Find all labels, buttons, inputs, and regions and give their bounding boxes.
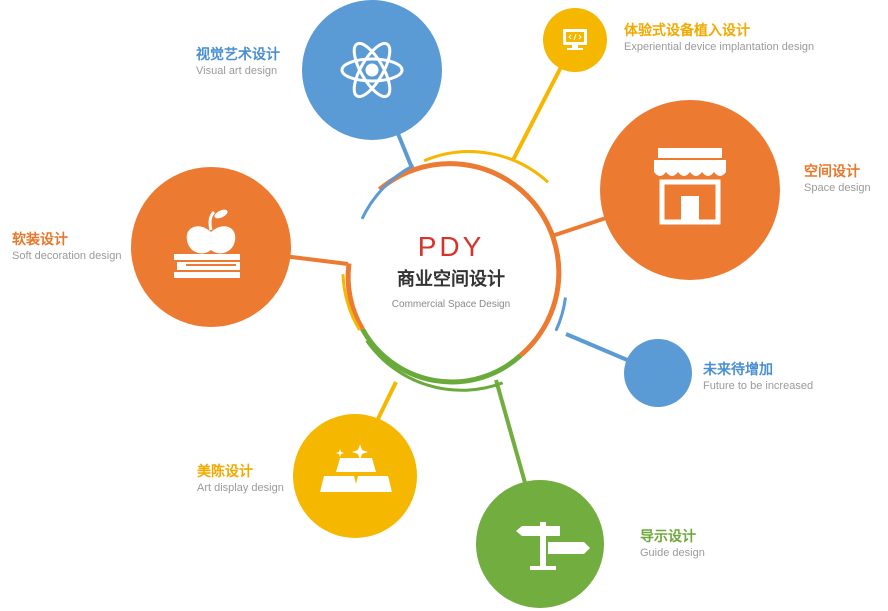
label-device: 体验式设备植入设计 Experiential device implantati… <box>624 22 814 54</box>
node-space-circle <box>600 100 780 280</box>
apple-books-icon <box>174 209 240 278</box>
node-future-circle <box>624 339 692 407</box>
soft-subtitle: Soft decoration design <box>12 250 122 262</box>
storefront-icon <box>654 148 726 225</box>
arc-orange-tail <box>345 263 365 331</box>
signpost-icon <box>516 522 590 570</box>
gold-bars-icon <box>320 444 392 492</box>
visual-subtitle: Visual art design <box>196 65 278 77</box>
arc-yellow-bottom-left <box>341 274 361 331</box>
monitor-code-icon <box>563 29 587 50</box>
device-title: 体验式设备植入设计 <box>624 23 750 39</box>
center-subtitle: Commercial Space Design <box>391 299 511 310</box>
label-soft: 软装设计 Soft decoration design <box>12 231 121 263</box>
center-hub <box>355 175 547 367</box>
label-guide: 导示设计 Guide design <box>640 528 705 560</box>
guide-title: 导示设计 <box>640 529 696 545</box>
device-subtitle: Experiential device implantation design <box>624 41 815 53</box>
center-title: 商业空间设计 <box>397 269 505 290</box>
art-title: 美陈设计 <box>197 464 253 480</box>
arc-yellow-top <box>423 150 550 184</box>
visual-title: 视觉艺术设计 <box>196 47 280 63</box>
future-subtitle: Future to be increased <box>703 380 814 392</box>
atom-eye-icon <box>340 41 404 99</box>
label-visual: 视觉艺术设计 Visual art design <box>196 46 280 78</box>
guide-subtitle: Guide design <box>640 547 705 559</box>
node-art-circle <box>293 414 417 538</box>
arc-blue-left <box>360 164 415 220</box>
space-title: 空间设计 <box>804 164 860 180</box>
arc-blue-right <box>554 297 567 332</box>
art-subtitle: Art display design <box>197 482 284 494</box>
pdy-logo: PDY <box>417 231 485 262</box>
label-space: 空间设计 Space design <box>804 163 871 195</box>
soft-title: 软装设计 <box>12 232 68 248</box>
future-title: 未来待增加 <box>703 362 773 378</box>
arc-green-main <box>360 327 523 385</box>
arc-green-bottom <box>365 339 504 392</box>
space-subtitle: Space design <box>804 182 871 194</box>
arc-orange-main <box>377 161 562 358</box>
label-future: 未来待增加 Future to be increased <box>703 361 813 393</box>
label-art: 美陈设计 Art display design <box>197 463 284 495</box>
